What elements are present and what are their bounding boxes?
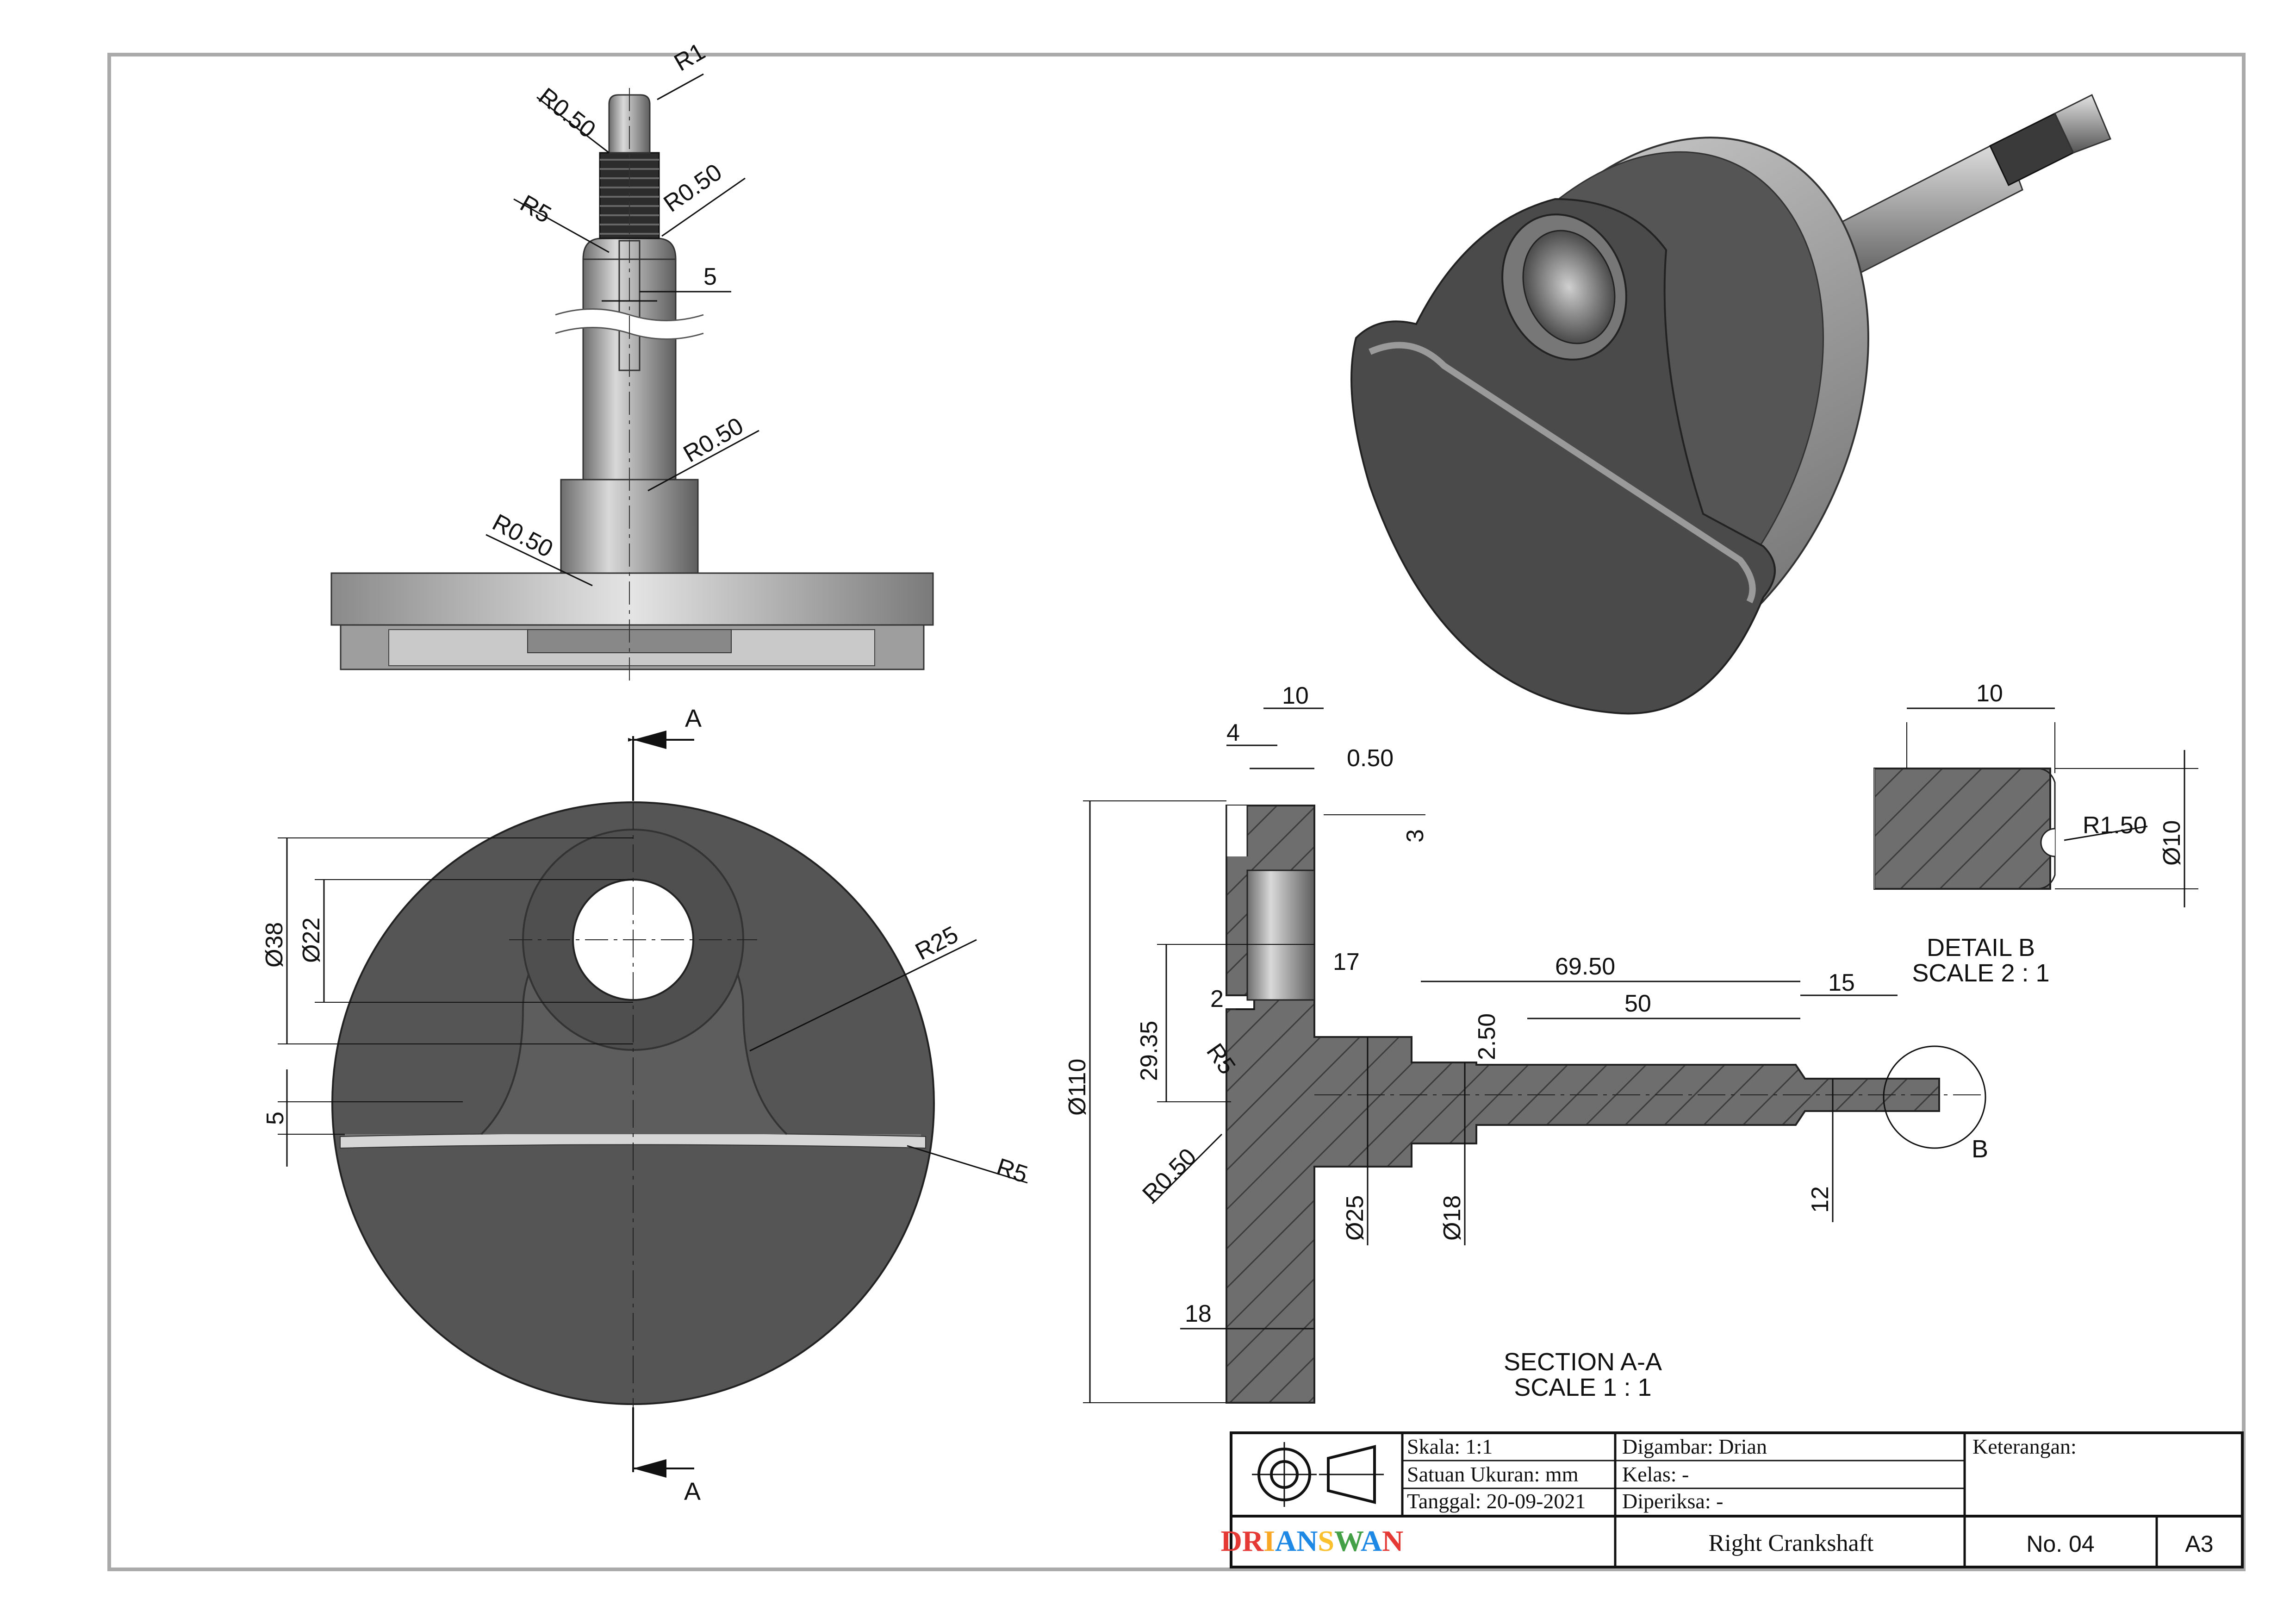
dim-r050-fillet: R0.50 bbox=[1137, 1143, 1201, 1207]
dim-d110: Ø110 bbox=[1064, 1059, 1091, 1116]
dim-keyway-width: 5 bbox=[703, 263, 717, 290]
detail-dim-r1-50: R1.50 bbox=[2083, 812, 2147, 839]
dim-15: 15 bbox=[1828, 969, 1855, 996]
detail-title: DETAIL B bbox=[1927, 934, 2035, 962]
brand-letter: I bbox=[1263, 1524, 1275, 1557]
section-scale: SCALE 1 : 1 bbox=[1514, 1374, 1651, 1401]
dim-d22: Ø22 bbox=[298, 918, 325, 963]
dim-12: 12 bbox=[1807, 1186, 1834, 1213]
dim-69-50: 69.50 bbox=[1555, 953, 1615, 980]
tb-keterangan: Keterangan: bbox=[1972, 1435, 2077, 1458]
front-view bbox=[331, 759, 935, 1472]
dim-2: 2 bbox=[1210, 986, 1224, 1012]
dim-5-fillet: 5 bbox=[262, 1112, 289, 1125]
tb-digambar: Digambar: Drian bbox=[1622, 1435, 1767, 1458]
detail-scale: SCALE 2 : 1 bbox=[1912, 959, 2049, 987]
isometric-view bbox=[1350, 94, 2111, 715]
brand-letter: S bbox=[1318, 1524, 1334, 1557]
tb-diperiksa: Diperiksa: - bbox=[1622, 1489, 1723, 1513]
dim-50: 50 bbox=[1624, 990, 1651, 1017]
dim-r050-hub: R0.50 bbox=[679, 412, 748, 468]
tb-tanggal: Tanggal: 20-09-2021 bbox=[1407, 1489, 1586, 1513]
tb-number: No. 04 bbox=[2026, 1531, 2094, 1557]
brand-letter: A bbox=[1361, 1524, 1382, 1557]
tb-satuan: Satuan Ukuran: mm bbox=[1407, 1462, 1579, 1486]
dim-10-flange: 10 bbox=[1282, 682, 1309, 709]
detail-marker-b: B bbox=[1972, 1135, 1988, 1163]
sheet-border bbox=[107, 53, 2246, 1571]
tb-kelas: Kelas: - bbox=[1622, 1462, 1689, 1486]
title-block: Skala: 1:1 Satuan Ukuran: mm Tanggal: 20… bbox=[1221, 1431, 2244, 1568]
dim-r050-disk: R0.50 bbox=[488, 509, 557, 562]
brand-letter: A bbox=[1275, 1524, 1296, 1557]
tb-paper-size: A3 bbox=[2185, 1531, 2213, 1557]
dim-r5: R5 bbox=[993, 1153, 1031, 1188]
dim-r1: R1 bbox=[670, 38, 710, 76]
section-cut-line: A A bbox=[628, 705, 702, 1505]
section-a-a bbox=[1226, 805, 1986, 1404]
section-label-top: A bbox=[685, 705, 702, 732]
detail-b: 10 R1.50 Ø10 DETAIL B SCALE 2 : 1 bbox=[1873, 680, 2198, 987]
dim-4: 4 bbox=[1226, 719, 1240, 746]
brand-letter: D bbox=[1221, 1524, 1242, 1557]
brand-letter: N bbox=[1296, 1524, 1318, 1557]
dim-d25: Ø25 bbox=[1342, 1195, 1369, 1241]
dim-d38: Ø38 bbox=[261, 922, 288, 968]
brand-letter: N bbox=[1382, 1524, 1403, 1557]
brand-letter: W bbox=[1334, 1524, 1363, 1557]
tb-skala: Skala: 1:1 bbox=[1407, 1435, 1493, 1458]
dim-r050-thread: R0.50 bbox=[534, 83, 601, 144]
projection-symbol bbox=[1252, 1442, 1384, 1507]
detail-dim-d10: Ø10 bbox=[2159, 820, 2185, 866]
top-view bbox=[330, 73, 934, 681]
tb-part-name: Right Crankshaft bbox=[1709, 1530, 1874, 1556]
dim-r050-neck: R0.50 bbox=[659, 159, 727, 218]
dim-r5-shoulder: R5 bbox=[516, 190, 556, 228]
dim-2-50: 2.50 bbox=[1474, 1013, 1500, 1060]
dim-18: 18 bbox=[1185, 1300, 1212, 1327]
dim-3: 3 bbox=[1402, 829, 1429, 843]
dim-29-35: 29.35 bbox=[1136, 1021, 1163, 1081]
detail-dim-10: 10 bbox=[1976, 680, 2003, 707]
dim-0-50: 0.50 bbox=[1347, 745, 1394, 772]
section-label-bottom: A bbox=[684, 1478, 701, 1505]
dim-d18: Ø18 bbox=[1439, 1195, 1466, 1241]
section-title: SECTION A-A bbox=[1504, 1348, 1662, 1376]
section-dims: 10 4 0.50 3 Ø110 29.35 17 2 R5 R0.50 69.… bbox=[1064, 682, 1988, 1403]
brand-letter: R bbox=[1242, 1524, 1264, 1557]
dim-17: 17 bbox=[1333, 949, 1360, 975]
brand-logo: DRIANSWAN bbox=[1221, 1524, 1404, 1557]
